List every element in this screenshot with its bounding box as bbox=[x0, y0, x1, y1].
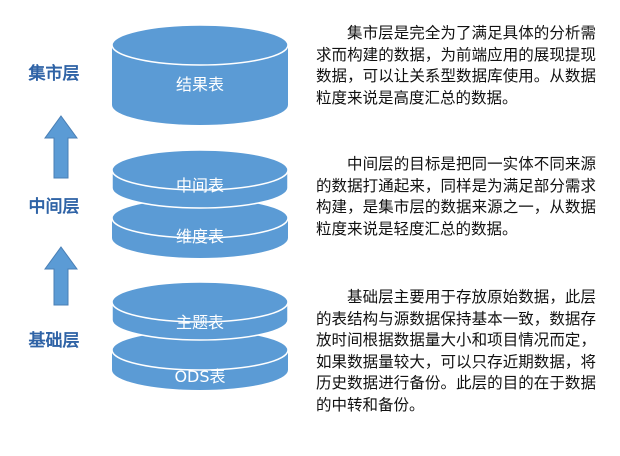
cylinder-result-table: 结果表 bbox=[111, 24, 289, 125]
arrow-up-icon bbox=[44, 246, 78, 306]
layer-label-middle: 中间层 bbox=[28, 197, 80, 217]
cylinder-subject-table: 主题表 bbox=[111, 281, 289, 341]
description-base-layer: 基础层主要用于存放原始数据，此层的表结构与源数据保持基本一致，数据存放时间根据数… bbox=[316, 288, 596, 414]
description-middle-layer: 中间层的目标是把同一实体不同来源的数据打通起来，同样是为满足部分需求构建，是集市… bbox=[316, 155, 596, 238]
arrow-up-icon bbox=[44, 115, 78, 179]
cylinder-middle-table: 中间表 bbox=[111, 149, 289, 209]
cylinder-label: 主题表 bbox=[176, 313, 224, 332]
description-mart-layer: 集市层是完全为了满足具体的分析需求而构建的数据，为前端应用的展现提现数据，可以让… bbox=[316, 24, 596, 107]
cylinder-label: 结果表 bbox=[176, 75, 224, 94]
cylinder-dimension-table: 维度表 bbox=[111, 197, 289, 258]
layer-label-mart: 集市层 bbox=[28, 64, 80, 84]
cylinder-ods-table: ODS表 bbox=[111, 329, 289, 390]
cylinder-label: 维度表 bbox=[176, 227, 224, 246]
cylinder-label: ODS表 bbox=[174, 367, 225, 386]
cylinder-label: 中间表 bbox=[176, 176, 224, 195]
layer-label-base: 基础层 bbox=[28, 331, 80, 351]
